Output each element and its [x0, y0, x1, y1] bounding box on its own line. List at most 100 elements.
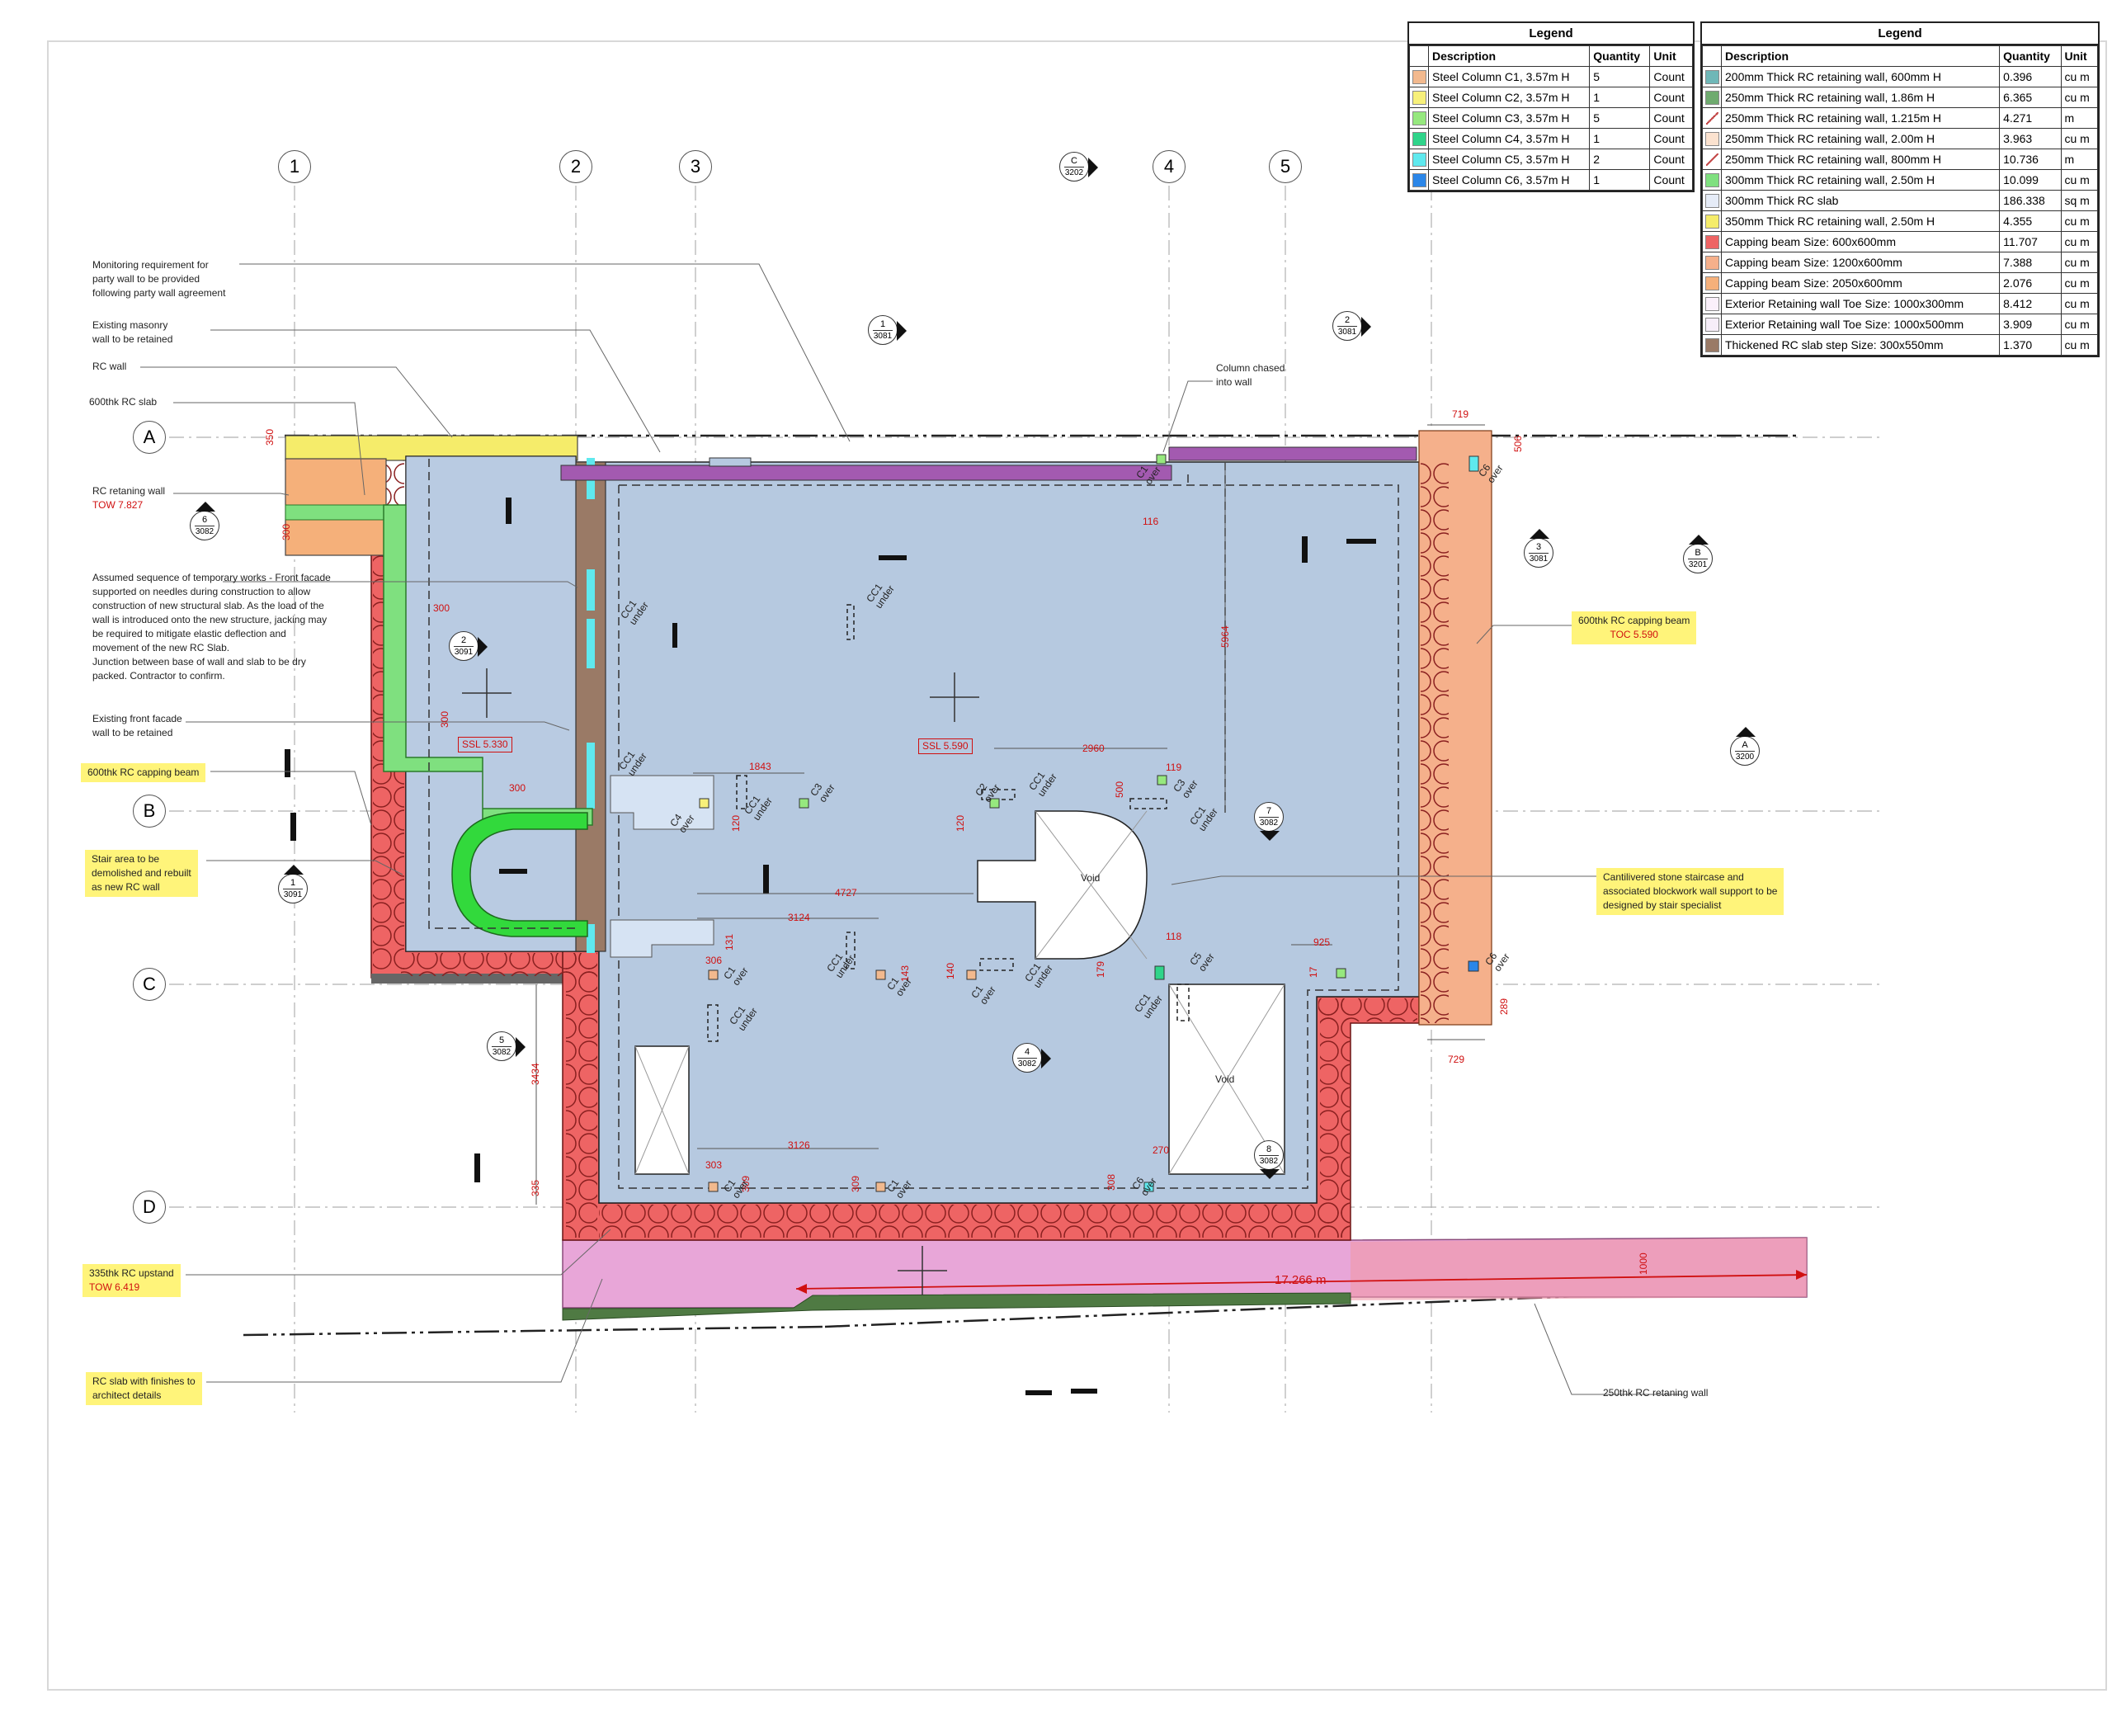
section-marker-sheet: 3202	[1064, 168, 1084, 177]
section-marker-arrow	[1260, 1169, 1280, 1179]
legend-qty: 3.963	[1999, 128, 2062, 149]
grid-bubble-col-2: 2	[559, 150, 592, 183]
legend-swatch	[1704, 317, 1719, 332]
section-marker-number: A	[1735, 739, 1755, 752]
section-marker-number: 4	[1017, 1046, 1037, 1059]
section-marker-number: 1	[873, 318, 893, 331]
legend-swatch	[1412, 111, 1426, 125]
dimension-label: 300	[280, 523, 292, 540]
purple-beam-left	[560, 465, 1172, 481]
legend-swatch	[1705, 153, 1718, 167]
section-marker-sheet: 3091	[454, 648, 474, 657]
dimension-label: 131	[724, 933, 735, 951]
steel-column-markers	[699, 454, 1479, 1192]
legend-unit: sq m	[2060, 190, 2098, 211]
legend-row: Exterior Retaining wall Toe Size: 1000x5…	[1702, 314, 2098, 335]
note-stair-area: Stair area to be demolished and rebuilt …	[85, 850, 198, 897]
legend-desc: Exterior Retaining wall Toe Size: 1000x5…	[1720, 314, 2001, 335]
note-retaining-250: 250thk RC retaning wall	[1603, 1387, 1709, 1399]
section-marker-arrow	[1736, 727, 1756, 737]
legend-swatch-cell	[1702, 169, 1722, 191]
legend-desc: Steel Column C2, 3.57m H	[1427, 87, 1591, 108]
section-marker-sheet: 3081	[1529, 554, 1549, 564]
section-marker-sheet: 3082	[492, 1048, 512, 1057]
grid-bubble-col-4: 4	[1153, 150, 1186, 183]
section-marker-number: 8	[1259, 1144, 1279, 1156]
legend-swatch	[1412, 152, 1426, 167]
legend-unit: m	[2060, 149, 2098, 170]
dimension-label: 5964	[1219, 625, 1231, 648]
legend-unit: cu m	[2060, 87, 2098, 108]
rc-slab-left	[405, 455, 577, 952]
legend-materials-header-qty: Quantity	[1999, 45, 2062, 67]
dimension-label: 925	[1313, 936, 1331, 948]
legend-unit: m	[2060, 107, 2098, 129]
legend-swatch-cell	[1409, 149, 1429, 170]
legend-qty: 1	[1589, 128, 1651, 149]
legend-swatch	[1412, 69, 1426, 84]
legend-desc: 300mm Thick RC slab	[1720, 190, 2001, 211]
legend-swatch	[1704, 90, 1719, 105]
legend-unit: Count	[1649, 149, 1693, 170]
legend-swatch-cell	[1702, 107, 1722, 129]
legend-unit: Count	[1649, 66, 1693, 87]
legend-desc: 350mm Thick RC retaining wall, 2.50m H	[1720, 210, 2001, 232]
legend-columns: Legend Description Quantity Unit Steel C…	[1407, 21, 1695, 192]
dimension-label: 3126	[788, 1139, 810, 1151]
legend-swatch	[1705, 112, 1718, 125]
legend-unit: Count	[1649, 169, 1693, 191]
dimension-label: 289	[1498, 998, 1510, 1015]
section-marker-number: 6	[195, 514, 214, 526]
section-marker-number: 1	[283, 877, 303, 889]
section-marker-arrow	[1088, 158, 1098, 177]
legend-unit: cu m	[2060, 272, 2098, 294]
dimension-label: 300	[509, 782, 526, 794]
legend-columns-title: Legend	[1409, 23, 1693, 45]
legend-unit: cu m	[2060, 334, 2098, 356]
legend-desc: Steel Column C3, 3.57m H	[1427, 107, 1591, 129]
legend-desc: Exterior Retaining wall Toe Size: 1000x3…	[1720, 293, 2001, 314]
section-marker-sheet: 3200	[1735, 752, 1755, 762]
legend-swatch-cell	[1409, 87, 1429, 108]
leader-lines	[140, 263, 1683, 1395]
curved-stair-wall	[451, 812, 588, 937]
legend-desc: Steel Column C4, 3.57m H	[1427, 128, 1591, 149]
legend-swatch-cell	[1409, 107, 1429, 129]
section-marker-sheet: 3081	[1337, 328, 1357, 337]
green-wall-top	[285, 504, 387, 521]
legend-swatch-cell	[1702, 293, 1722, 314]
legend-qty: 5	[1589, 66, 1651, 87]
dimension-label: 506	[1512, 435, 1524, 452]
section-marker-number: 2	[454, 634, 474, 647]
orientation-marks	[462, 668, 979, 1295]
legend-qty: 4.271	[1999, 107, 2062, 129]
legend-materials-header-desc: Description	[1720, 45, 2001, 67]
dimension-label: 350	[264, 428, 276, 446]
legend-swatch-cell	[1409, 169, 1429, 191]
legend-unit: cu m	[2060, 128, 2098, 149]
legend-columns-header-qty: Quantity	[1589, 45, 1651, 67]
dimension-label: 118	[1166, 931, 1182, 942]
dimension-label: 303	[705, 1159, 723, 1171]
